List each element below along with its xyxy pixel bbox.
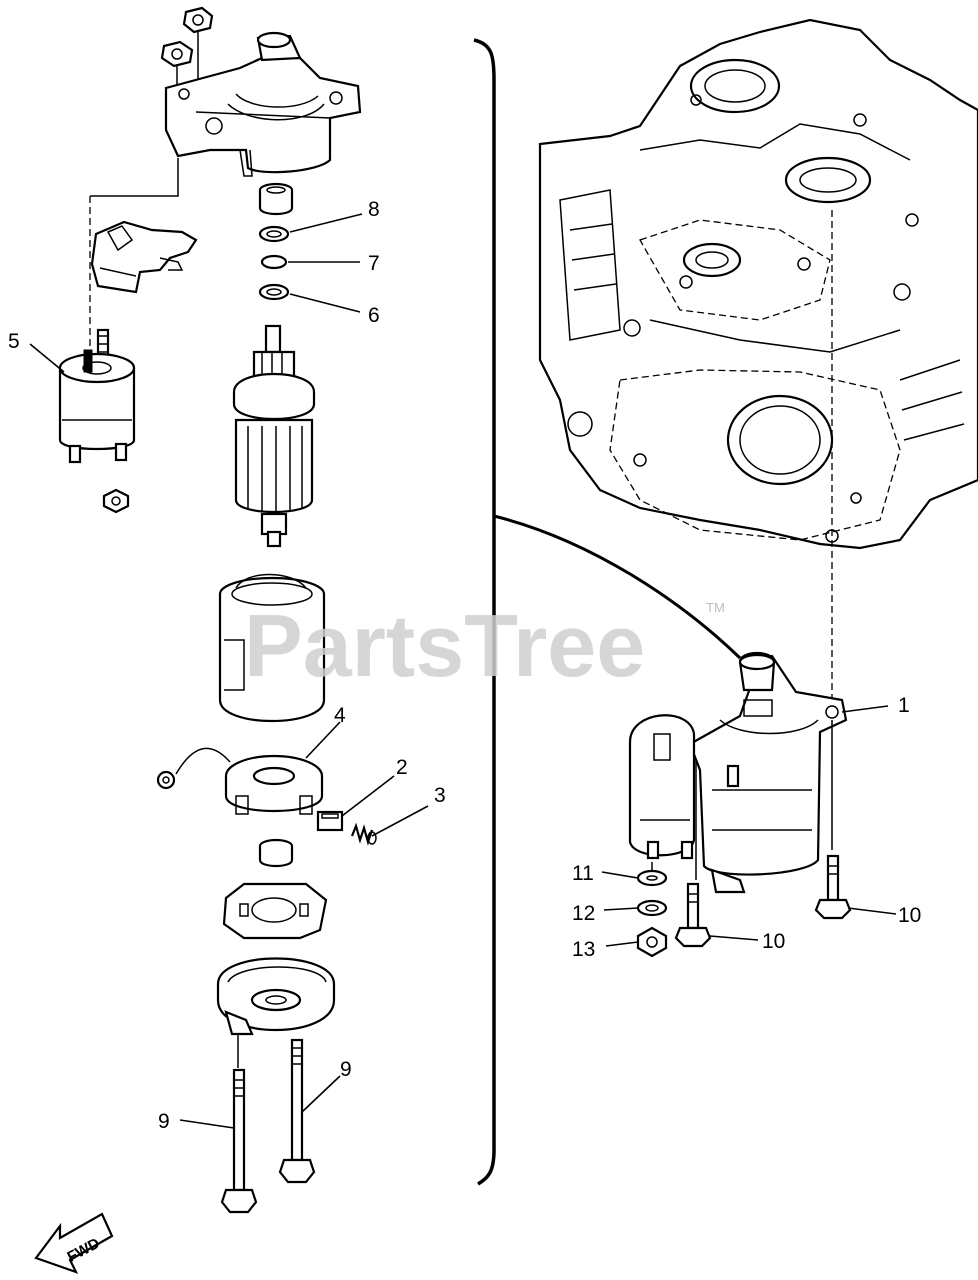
callout-10-right: 10 (898, 904, 921, 927)
callout-7: 7 (368, 252, 380, 275)
fwd-arrow-icon: FWD (34, 1212, 114, 1274)
solenoid-nut[interactable] (102, 488, 130, 514)
brush[interactable] (316, 810, 344, 832)
rear-end-cover[interactable] (216, 957, 336, 1036)
yoke-field-frame[interactable] (218, 573, 326, 722)
watermark-text: PartsTree (244, 596, 645, 695)
callout-1: 1 (898, 694, 910, 717)
brush-holder[interactable] (156, 747, 324, 815)
callout-12: 12 (572, 902, 595, 925)
lock-washer-12[interactable] (636, 899, 668, 917)
nut-13[interactable] (636, 926, 668, 958)
watermark-trademark: TM (706, 600, 725, 615)
callout-4: 4 (334, 704, 346, 727)
callout-5: 5 (8, 330, 20, 353)
brush-plate[interactable] (222, 882, 328, 940)
callout-8: 8 (368, 198, 380, 221)
callout-13: 13 (572, 938, 595, 961)
washer-6[interactable] (258, 283, 290, 301)
callout-6: 6 (368, 304, 380, 327)
housing-nut[interactable] (160, 40, 194, 68)
through-bolt-left[interactable] (220, 1068, 258, 1214)
washer-11[interactable] (636, 869, 668, 887)
rear-bushing[interactable] (258, 838, 294, 868)
leader-lines (29, 213, 897, 1129)
top-nut[interactable] (182, 6, 214, 34)
engine-block (538, 18, 978, 550)
shift-lever[interactable] (90, 220, 198, 294)
front-housing[interactable] (164, 31, 362, 177)
sleeve-bushing[interactable] (258, 182, 294, 216)
starter-motor-assembly[interactable] (628, 651, 848, 894)
solenoid-switch[interactable] (58, 349, 136, 464)
callout-10-center: 10 (762, 930, 785, 953)
assembly-bracket (473, 38, 742, 1186)
mounting-bolt-center[interactable] (674, 882, 712, 948)
clip-7[interactable] (260, 254, 288, 270)
armature[interactable] (232, 324, 316, 548)
brush-spring[interactable] (350, 822, 377, 846)
callout-11: 11 (572, 862, 594, 885)
callout-9-left: 9 (158, 1110, 170, 1133)
callout-9-right: 9 (340, 1058, 352, 1081)
through-bolt-right[interactable] (278, 1038, 316, 1184)
callout-2: 2 (396, 756, 408, 779)
callout-3: 3 (434, 784, 446, 807)
mounting-bolt-right[interactable] (814, 854, 852, 920)
washer-8[interactable] (258, 225, 290, 243)
